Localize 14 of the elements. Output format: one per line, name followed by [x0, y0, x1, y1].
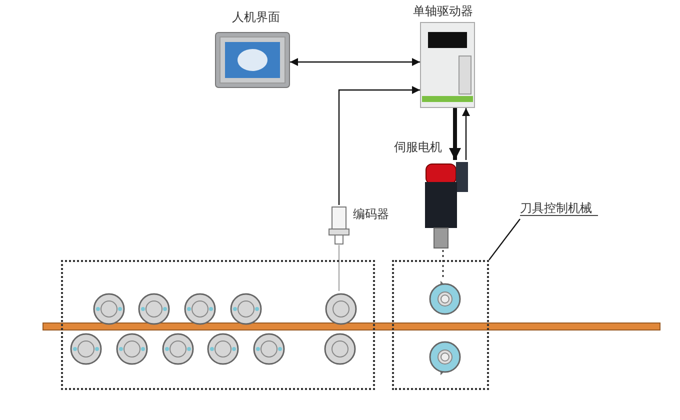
arrow — [462, 108, 470, 160]
device-label: 人机界面 — [232, 10, 280, 24]
dotted-line — [442, 250, 444, 278]
device-label: 伺服电机 — [394, 140, 442, 154]
connector-line — [338, 245, 340, 291]
leader-line — [488, 218, 520, 260]
arrow — [449, 108, 461, 160]
dashed-frame — [392, 260, 489, 390]
device-label: 单轴驱动器 — [413, 4, 473, 18]
device-label: 编码器 — [353, 207, 389, 221]
callout-label: 刀具控制机械 — [520, 201, 598, 216]
arrow — [290, 58, 420, 66]
dashed-frame — [61, 260, 375, 390]
arrow — [338, 86, 420, 205]
